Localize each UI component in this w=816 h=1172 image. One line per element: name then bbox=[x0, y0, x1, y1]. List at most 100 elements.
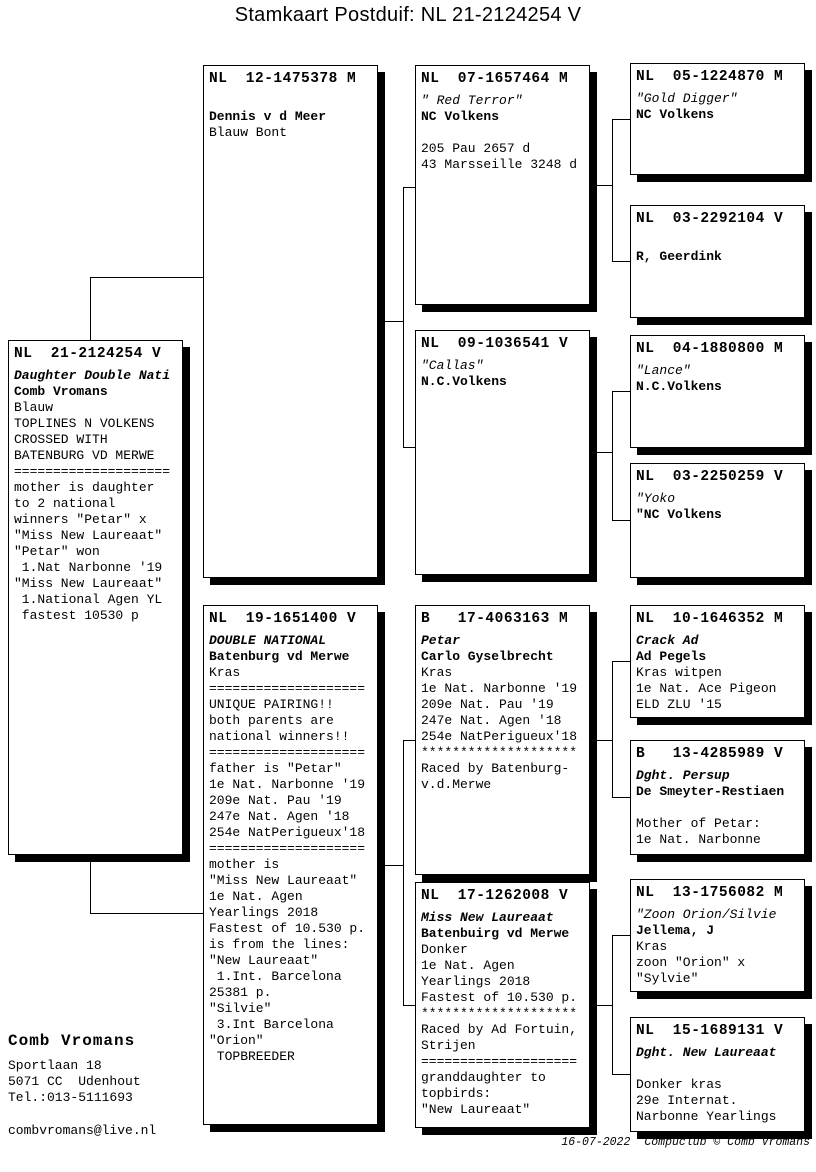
connector-line bbox=[90, 277, 91, 340]
pedigree-text-line: NC Volkens bbox=[636, 107, 715, 122]
pedigree-text-line: "Lance" bbox=[636, 363, 691, 378]
pedigree-text-line: N.C.Volkens bbox=[421, 374, 507, 389]
pedigree-text-line: TOPLINES N VOLKENS bbox=[14, 416, 155, 431]
connector-line bbox=[403, 447, 415, 448]
pedigree-text-line: "Miss New Laureaat" bbox=[14, 528, 163, 543]
connector-line bbox=[612, 520, 630, 521]
connector-line bbox=[612, 1074, 630, 1075]
pedigree-text-line: Miss New Laureaat bbox=[421, 910, 554, 925]
pedigree-text-line: ==================== bbox=[421, 1054, 578, 1069]
connector-line bbox=[90, 913, 203, 914]
ring-number: NL 03-2292104 V bbox=[636, 211, 784, 227]
ring-number: NL 04-1880800 M bbox=[636, 341, 784, 357]
pedigree-text-line: Strijen bbox=[421, 1038, 476, 1053]
breeder-address-line: Sportlaan 18 bbox=[8, 1058, 102, 1073]
connector-line bbox=[612, 935, 613, 1074]
pedigree-text-line: Batenburg vd Merwe bbox=[209, 649, 350, 664]
pedigree-text-line: Dennis v d Meer bbox=[209, 109, 327, 124]
pedigree-box-grandfather-paternal: NL 07-1657464 M" Red Terror"NC Volkens 2… bbox=[415, 65, 590, 305]
pedigree-text-line: Raced by Batenburg- bbox=[421, 761, 570, 776]
connector-line bbox=[90, 277, 203, 278]
pedigree-text-line: 209e Nat. Pau '19 bbox=[209, 793, 342, 808]
pedigree-text-line: Petar bbox=[421, 633, 461, 648]
pedigree-text-line: R, Geerdink bbox=[636, 249, 722, 264]
pedigree-text-line: "Zoon Orion/Silvie bbox=[636, 907, 777, 922]
pedigree-text-line: Blauw Bont bbox=[209, 125, 288, 140]
pedigree-text-line: v.d.Merwe bbox=[421, 777, 492, 792]
page-title: Stamkaart Postduif: NL 21-2124254 V bbox=[234, 4, 582, 26]
pedigree-text-line: is from the lines: bbox=[209, 937, 350, 952]
pedigree-text-line: ELD ZLU '15 bbox=[636, 697, 722, 712]
pedigree-text-line: 254e NatPerigueux'18 bbox=[209, 825, 366, 840]
connector-line bbox=[90, 855, 91, 913]
connector-line bbox=[590, 452, 612, 453]
ring-number: NL 21-2124254 V bbox=[14, 346, 162, 362]
pedigree-text-line: to 2 national bbox=[14, 496, 116, 511]
pedigree-text-line: Crack Ad bbox=[636, 633, 699, 648]
connector-line bbox=[378, 321, 403, 322]
pedigree-text-line: DOUBLE NATIONAL bbox=[209, 633, 327, 648]
pedigree-text-line bbox=[421, 125, 587, 141]
pedigree-text-line: "NC Volkens bbox=[636, 507, 722, 522]
pedigree-text-line: ==================== bbox=[209, 745, 366, 760]
ring-number: NL 03-2250259 V bbox=[636, 469, 784, 485]
pedigree-text-line: "Miss New Laureaat" bbox=[209, 873, 358, 888]
pedigree-text-line: 25381 p. bbox=[209, 985, 272, 1000]
connector-line bbox=[590, 185, 612, 186]
connector-line bbox=[403, 740, 404, 1005]
ring-number: B 17-4063163 M bbox=[421, 611, 569, 627]
connector-line bbox=[403, 740, 415, 741]
connector-line bbox=[403, 187, 415, 188]
pedigree-text-line: Dght. New Laureaat bbox=[636, 1045, 777, 1060]
pedigree-text-line: UNIQUE PAIRING!! bbox=[209, 697, 334, 712]
print-date: 16-07-2022 bbox=[561, 1136, 631, 1149]
ring-number: NL 10-1646352 M bbox=[636, 611, 784, 627]
ring-number: NL 12-1475378 M bbox=[209, 71, 357, 87]
pedigree-text-line bbox=[636, 1061, 802, 1077]
pedigree-text-line: CROSSED WITH bbox=[14, 432, 108, 447]
pedigree-text-line: Kras bbox=[636, 939, 668, 954]
pedigree-text-line: "Miss New Laureaat" bbox=[14, 576, 163, 591]
pedigree-text-line: "Yoko bbox=[636, 491, 676, 506]
ring-number: NL 15-1689131 V bbox=[636, 1023, 784, 1039]
pedigree-text-line: Blauw bbox=[14, 400, 54, 415]
pedigree-text-line: Yearlings 2018 bbox=[209, 905, 319, 920]
breeder-contact: Comb Vromans Sportlaan 18 5071 CC Udenho… bbox=[8, 1032, 156, 1138]
pedigree-text-line: father is "Petar" bbox=[209, 761, 342, 776]
pedigree-text-line: winners "Petar" x bbox=[14, 512, 147, 527]
pedigree-text-line: Ad Pegels bbox=[636, 649, 707, 664]
pedigree-text-line: "Orion" bbox=[209, 1033, 264, 1048]
ring-number: NL 19-1651400 V bbox=[209, 611, 357, 627]
pedigree-text-line: 205 Pau 2657 d bbox=[421, 141, 531, 156]
pedigree-text-line: " Red Terror" bbox=[421, 93, 523, 108]
pedigree-text-line bbox=[209, 93, 375, 109]
pedigree-box-greatgrandparent-4: NL 03-2250259 V "Yoko"NC Volkens bbox=[630, 463, 805, 578]
pedigree-text-line: NC Volkens bbox=[421, 109, 500, 124]
pedigree-text-line: "Petar" won bbox=[14, 544, 100, 559]
ring-number: NL 09-1036541 V bbox=[421, 336, 569, 352]
connector-line bbox=[612, 391, 613, 520]
pedigree-text-line: Yearlings 2018 bbox=[421, 974, 531, 989]
pedigree-text-line: ==================== bbox=[14, 464, 171, 479]
connector-line bbox=[612, 119, 613, 261]
pedigree-text-line: 209e Nat. Pau '19 bbox=[421, 697, 554, 712]
ring-number: NL 17-1262008 V bbox=[421, 888, 569, 904]
breeder-phone: Tel.:013-5111693 bbox=[8, 1090, 133, 1105]
pedigree-text-line: Fastest of 10.530 p. bbox=[421, 990, 578, 1005]
pedigree-text-line: 247e Nat. Agen '18 bbox=[209, 809, 350, 824]
pedigree-text-line: 1e Nat. Agen bbox=[209, 889, 303, 904]
connector-line bbox=[378, 865, 403, 866]
pedigree-text-line: 1e Nat. Narbonne '19 bbox=[421, 681, 578, 696]
pedigree-box-greatgrandparent-8: NL 15-1689131 V Dght. New Laureaat Donker… bbox=[630, 1017, 805, 1132]
pedigree-text-line: 1.Int. Barcelona bbox=[209, 969, 342, 984]
pedigree-text-line: Donker kras bbox=[636, 1077, 722, 1092]
pedigree-text-line: mother is daughter bbox=[14, 480, 155, 495]
connector-line bbox=[612, 391, 630, 392]
pedigree-text-line: fastest 10530 p bbox=[14, 608, 139, 623]
pedigree-text-line: both parents are bbox=[209, 713, 334, 728]
pedigree-text-line: Daughter Double Nati bbox=[14, 368, 171, 383]
